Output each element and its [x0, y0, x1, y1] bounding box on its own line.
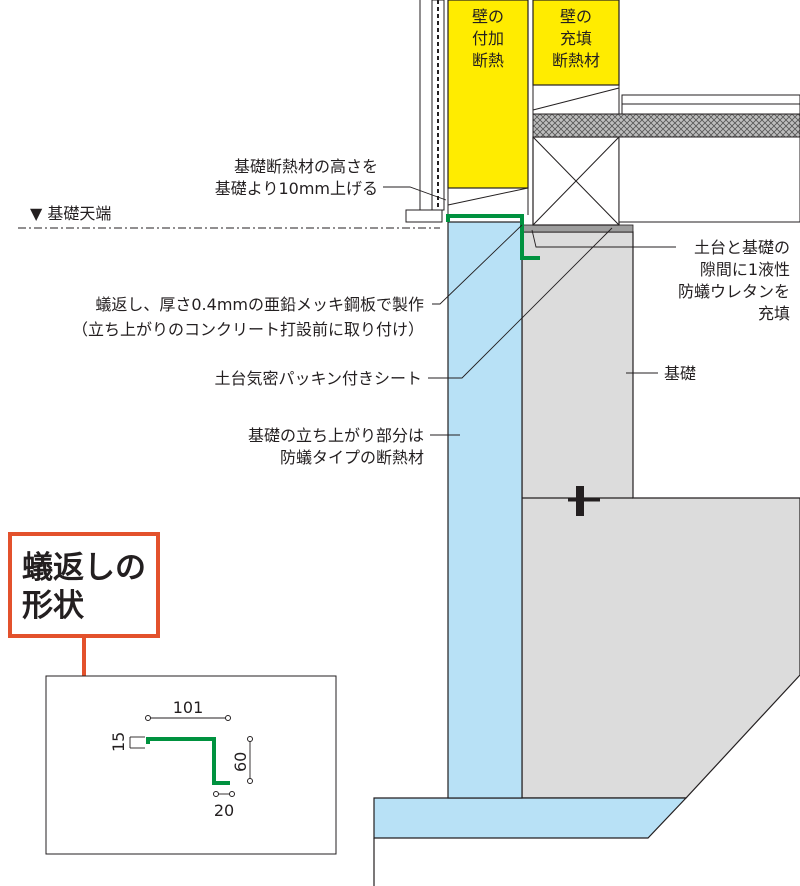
gap-fill-line-2: 隙間に1液性 [700, 260, 790, 279]
sill-cross-b [532, 136, 620, 226]
gap-fill-line-3: 防蟻ウレタンを [678, 282, 790, 301]
wall-fill-insul-line-3: 断熱材 [552, 51, 600, 70]
leader-sheet [428, 227, 613, 379]
floor-board-2 [621, 94, 800, 105]
dim-leg-end-a [247, 736, 253, 742]
dim-leg-end-b [247, 778, 253, 784]
termite-shield-line-2: （立ち上がりのコンクリート打設前に取り付け） [72, 320, 424, 339]
wall-fill-insul-line-1: 壁の [560, 7, 592, 26]
dim-toe-value: 20 [214, 801, 234, 820]
wall-add-insul-line-3: 断熱 [472, 51, 504, 70]
leader-shield [432, 224, 523, 305]
wall-added-insulation [447, 0, 529, 189]
floor-board-1 [621, 103, 800, 115]
wall-fill-insul-line-2: 充填 [560, 29, 592, 48]
stud-slope [532, 87, 620, 111]
termite-shield [446, 214, 540, 260]
dim-flange-value: 15 [109, 732, 128, 752]
wall-add-insul-line-2: 付加 [472, 29, 504, 48]
gap-fill-line-1: 土台と基礎の [694, 238, 790, 257]
sill-packing-sheet [521, 224, 634, 233]
dim-leg-value: 60 [231, 752, 250, 772]
starter-strip [405, 209, 443, 223]
rise-insul-line-2: 防蟻タイプの断熱材 [280, 448, 424, 467]
dim-width-end-b [225, 715, 231, 721]
callout-title-line-2: 形状 [22, 588, 85, 624]
base-slope [447, 187, 529, 206]
dim-toe-end-a [213, 791, 219, 797]
insul-height-line-1: 基礎断熱材の高さを [234, 157, 378, 176]
termite-shield-line-1: 蟻返し、厚さ0.4mmの亜鉛メッキ鋼板で製作 [95, 295, 424, 314]
dim-width-value: 101 [173, 698, 204, 717]
callout-frame [8, 532, 160, 638]
shape-profile [146, 737, 230, 785]
leader-insul-height [383, 186, 447, 201]
foundation-insulation [447, 221, 523, 799]
wall-filled-insulation [532, 0, 620, 86]
leader-gap [531, 229, 676, 248]
floor-joist-block [618, 136, 800, 223]
dim-width-end-a [145, 715, 151, 721]
sill-sheet-label: 土台気密パッキン付きシート [214, 369, 422, 388]
floor-insulation [532, 113, 800, 138]
callout-title-line-1: 蟻返しの [22, 550, 146, 586]
gap-fill-line-4: 充填 [758, 304, 790, 323]
foundation-label: 基礎 [664, 364, 696, 383]
shape-detail-box [45, 675, 337, 855]
insul-height-line-2: 基礎より10mm上げる [215, 179, 378, 198]
foundation-top-label: ▼ 基礎天端 [30, 204, 111, 223]
footing-slab [373, 797, 688, 839]
rise-insul-line-1: 基礎の立ち上がり部分は [248, 426, 424, 445]
dim-toe-end-b [229, 791, 235, 797]
wall-add-insul-line-1: 壁の [472, 7, 504, 26]
